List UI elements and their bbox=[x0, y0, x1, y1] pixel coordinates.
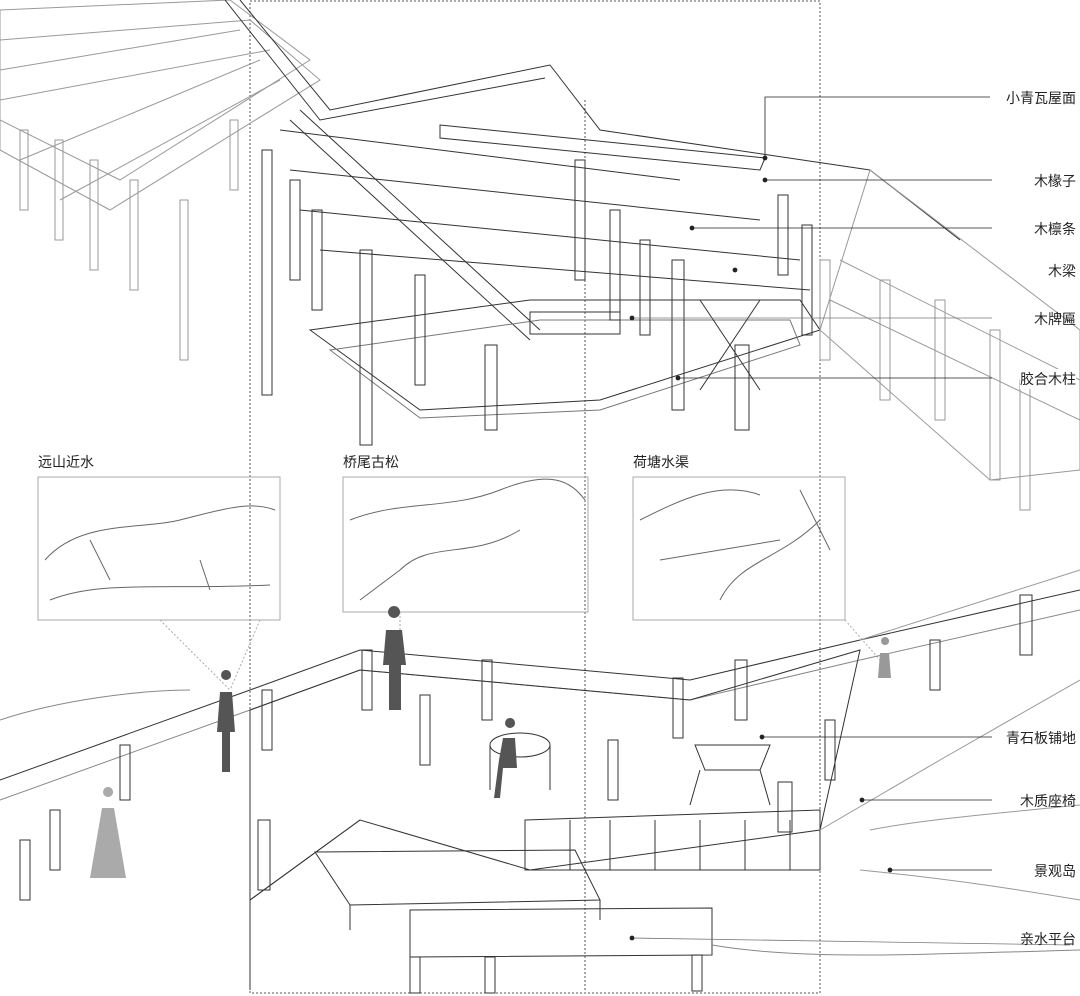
landscape-island-deck bbox=[0, 689, 1080, 994]
right-platform bbox=[819, 569, 1080, 901]
label-platform: 亲水平台 bbox=[1020, 932, 1076, 948]
label-purlin: 木檩条 bbox=[1034, 222, 1076, 238]
leader-lines bbox=[629, 96, 1071, 946]
label-bench: 木质座椅 bbox=[1020, 794, 1076, 810]
label-rafter: 木椽子 bbox=[1034, 174, 1076, 190]
label-column: 胶合木柱 bbox=[1020, 369, 1076, 389]
human-figures bbox=[90, 606, 891, 878]
pavilion-columns bbox=[261, 149, 813, 446]
label-paving: 青石板铺地 bbox=[1006, 728, 1076, 748]
left-corridor-roof bbox=[0, 0, 321, 211]
label-island: 景观岛 bbox=[1034, 864, 1076, 880]
label-plaque: 木牌匾 bbox=[1034, 312, 1076, 328]
pavilion-roof bbox=[224, 0, 961, 419]
sketch-title-distant-mountains: 远山近水 bbox=[38, 455, 94, 471]
sketch-title-bridge-pine: 桥尾古松 bbox=[343, 455, 399, 471]
platform-floor bbox=[0, 589, 1080, 990]
platform-columns bbox=[19, 594, 1033, 901]
label-beam: 木梁 bbox=[1048, 264, 1076, 280]
exploded-frame bbox=[249, 0, 821, 994]
picnic-table bbox=[694, 744, 771, 771]
sketch-frames bbox=[37, 476, 881, 691]
right-corridor-roof bbox=[819, 169, 1080, 511]
left-corridor-columns bbox=[19, 119, 239, 361]
sketch-title-lotus-canal: 荷塘水渠 bbox=[633, 455, 689, 471]
label-roof: 小青瓦屋面 bbox=[1006, 91, 1076, 107]
wooden-plaque bbox=[529, 311, 621, 335]
